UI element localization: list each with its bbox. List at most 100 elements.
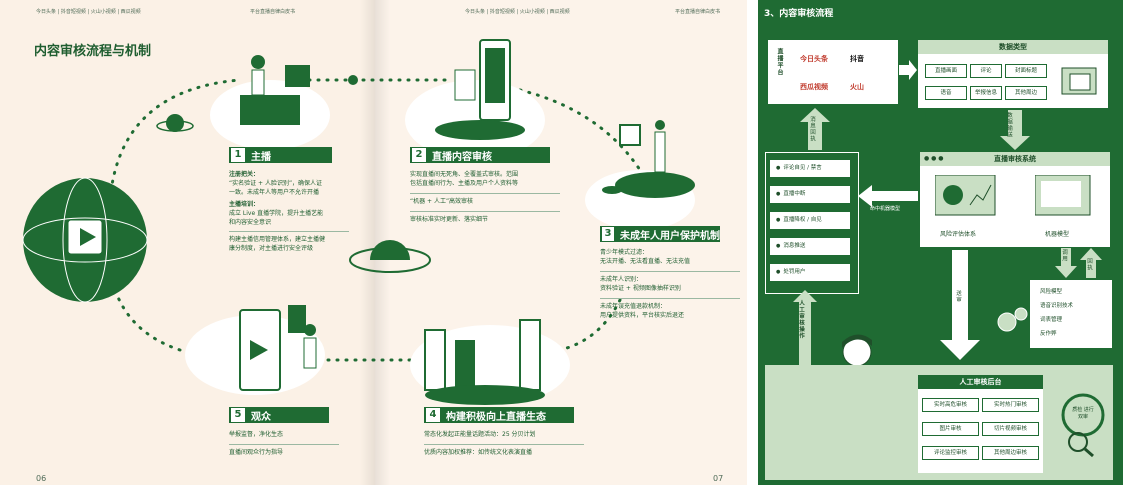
submit-label: 送审 bbox=[955, 290, 961, 303]
card-1-line: “实名验证 + 人脸识别”，确保人证 bbox=[229, 180, 323, 187]
qa-label: 质检 进行双审 bbox=[1072, 407, 1094, 420]
card-1-line: 一致。未成年人等用户不允许开播 bbox=[229, 189, 320, 196]
action-item: 评论自见 / 禁言 bbox=[770, 160, 850, 177]
card-2-header: 2 直播内容审核 bbox=[410, 147, 550, 163]
backend-cell: 实时高危审核 bbox=[922, 398, 979, 412]
card-4-title: 构建积极向上直播生态 bbox=[446, 411, 546, 423]
platform-box bbox=[768, 40, 898, 104]
card-3-title: 未成年人用户保护机制 bbox=[620, 230, 720, 242]
action-item: 消息推送 bbox=[770, 238, 850, 255]
card-4-line: 优质内容加权推荐：如传统文化表演直播 bbox=[424, 444, 584, 457]
backend-cell: 实时热门审核 bbox=[982, 398, 1039, 412]
model-item: 风险模型 bbox=[1040, 289, 1063, 295]
backend-cell: 其他周边审核 bbox=[982, 446, 1039, 460]
data-type-cell: 举报信息 bbox=[970, 86, 1002, 100]
machine-model-label: 机器模型 bbox=[1045, 231, 1070, 238]
data-flow-label: 数据输送 bbox=[1006, 112, 1012, 138]
card-3-header: 3 未成年人用户保护机制 bbox=[600, 226, 720, 242]
gears-icon bbox=[997, 307, 1028, 332]
card-1-line: 康分制度，对主播进行安全评级 bbox=[229, 245, 314, 252]
arrow-right-icon bbox=[899, 60, 917, 80]
card-3-line: 青少年模式过滤： bbox=[600, 249, 649, 256]
card-2-number: 2 bbox=[412, 148, 426, 162]
page-title: 内容审核流程与机制 bbox=[34, 44, 152, 59]
card-5-header: 5 观众 bbox=[229, 407, 329, 423]
arrow-up-icon bbox=[793, 290, 817, 370]
review-system-header: 直播审核系统 bbox=[920, 152, 1110, 166]
xigua-logo: 西瓜视频 bbox=[800, 83, 828, 91]
backend-cell: 切片视频审核 bbox=[982, 422, 1039, 436]
card-3-line: 未成年误充值退款机制： bbox=[600, 298, 740, 311]
window-dots-icon: ● ● ● bbox=[924, 155, 944, 162]
card-1-line: 成立 Live 直播学院，提升主播艺能 bbox=[229, 210, 324, 217]
card-2-line: 包括直播间行为、主播及用户个人资料等 bbox=[410, 180, 519, 187]
arrow-up-icon bbox=[1080, 248, 1102, 278]
backend-header: 人工审核后台 bbox=[918, 375, 1043, 389]
page-number: 07 bbox=[713, 474, 724, 483]
action-item: 直播降权 / 自见 bbox=[770, 212, 850, 229]
folder-icon bbox=[1061, 67, 1097, 95]
card-3-body: 青少年模式过滤： 无法开播、无法看直播、无法充值 未成年人识别： 资料验证 + … bbox=[600, 248, 740, 320]
card-1-number: 1 bbox=[231, 148, 245, 162]
backend-cell: 图片审核 bbox=[922, 422, 979, 436]
data-type-cell: 封面标题 bbox=[1005, 64, 1047, 78]
feedback-label: 消息回执 bbox=[809, 116, 815, 142]
arrow-left-icon bbox=[858, 185, 918, 207]
risk-system-label: 风险评估体系 bbox=[940, 231, 977, 238]
card-4-line: 常态化发起正能量话题活动：25 分贝计划 bbox=[424, 431, 536, 438]
huoshan-logo: 火山 bbox=[850, 83, 864, 91]
card-3-line: 无法开播、无法看直播、无法充值 bbox=[600, 258, 691, 265]
card-4-body: 常态化发起正能量话题活动：25 分贝计划 优质内容加权推荐：如传统文化表演直播 bbox=[424, 430, 584, 457]
data-type-cell: 语音 bbox=[925, 86, 967, 100]
data-type-cell: 其他周边 bbox=[1005, 86, 1047, 100]
card-5-title: 观众 bbox=[251, 411, 271, 423]
hit-model-label: 命中机器模型 bbox=[870, 206, 901, 212]
card-1-title: 主播 bbox=[251, 151, 271, 163]
running-head-title: 平台直播自律白皮书 bbox=[675, 9, 721, 15]
action-list-box bbox=[765, 152, 859, 294]
manual-op-label: 人工审核操作 bbox=[798, 300, 804, 339]
machine-icon bbox=[1035, 175, 1091, 216]
card-1-line: 注册把关： bbox=[229, 171, 260, 178]
qa-cycle-icon bbox=[1061, 393, 1105, 458]
card-2-title: 直播内容审核 bbox=[432, 151, 492, 163]
callup-label: 调用 bbox=[1061, 249, 1067, 262]
action-item: 直播中断 bbox=[770, 186, 850, 203]
running-head: 今日头条 | 抖音短视频 | 火山小视频 | 西瓜视频 bbox=[465, 9, 570, 15]
arrow-down-icon bbox=[940, 250, 980, 360]
flow-illustration bbox=[22, 39, 695, 405]
card-3-line: 资料验证 + 视频图像抽样识别 bbox=[600, 285, 681, 292]
card-5-line: 直播间观众行为指导 bbox=[229, 444, 339, 457]
model-item: 反作弊 bbox=[1040, 331, 1057, 337]
arrow-down-icon bbox=[1055, 248, 1077, 278]
card-4-header: 4 构建积极向上直播生态 bbox=[424, 407, 574, 423]
model-item: 词表管理 bbox=[1040, 317, 1063, 323]
model-list-box bbox=[1030, 280, 1112, 348]
data-type-cell: 直播画面 bbox=[925, 64, 967, 78]
douyin-logo: 抖音 bbox=[850, 55, 864, 63]
card-5-line: 举报监督，净化生态 bbox=[229, 431, 284, 438]
card-1-body: 注册把关： “实名验证 + 人脸识别”，确保人证 一致。未成年人等用户不允许开播… bbox=[229, 170, 349, 253]
card-1-line: 构建主播信用管理体系，建立主播健 bbox=[229, 231, 349, 244]
card-2-body: 实现直播间无死角、全覆盖式审核。范围 包括直播间行为、主播及用户个人资料等 “机… bbox=[410, 170, 560, 224]
card-2-line: 审核标准实时更新、落实细节 bbox=[410, 211, 560, 224]
model-item: 语音识别技术 bbox=[1040, 303, 1074, 309]
feedback2-label: 回执 bbox=[1086, 258, 1092, 271]
platform-label: 直播平台 bbox=[776, 48, 783, 76]
card-3-line: 未成年人识别： bbox=[600, 271, 740, 284]
model-list: 风险模型 语音识别技术 词表管理 反作弊 bbox=[1040, 285, 1073, 341]
card-1-line: 主播培训： bbox=[229, 201, 260, 208]
backend-cell: 评论监控审核 bbox=[922, 446, 979, 460]
panel-title: 3、内容审核流程 bbox=[764, 9, 834, 19]
card-2-line: 实现直播间无死角、全覆盖式审核。范围 bbox=[410, 171, 519, 178]
card-3-line: 用户提供资料，平台核实后退还 bbox=[600, 312, 685, 319]
toutiao-logo: 今日头条 bbox=[800, 55, 828, 63]
card-1-line: 和内容安全意识 bbox=[229, 219, 272, 226]
card-4-number: 4 bbox=[426, 408, 440, 422]
data-type-cell: 评论 bbox=[970, 64, 1002, 78]
running-head: 今日头条 | 抖音短视频 | 火山小视频 | 西瓜视频 bbox=[36, 9, 141, 15]
card-2-line: “机器 + 人工”高效审核 bbox=[410, 193, 560, 206]
data-types-header: 数据类型 bbox=[918, 40, 1108, 54]
page-number: 06 bbox=[36, 474, 47, 483]
card-3-number: 3 bbox=[602, 227, 614, 241]
